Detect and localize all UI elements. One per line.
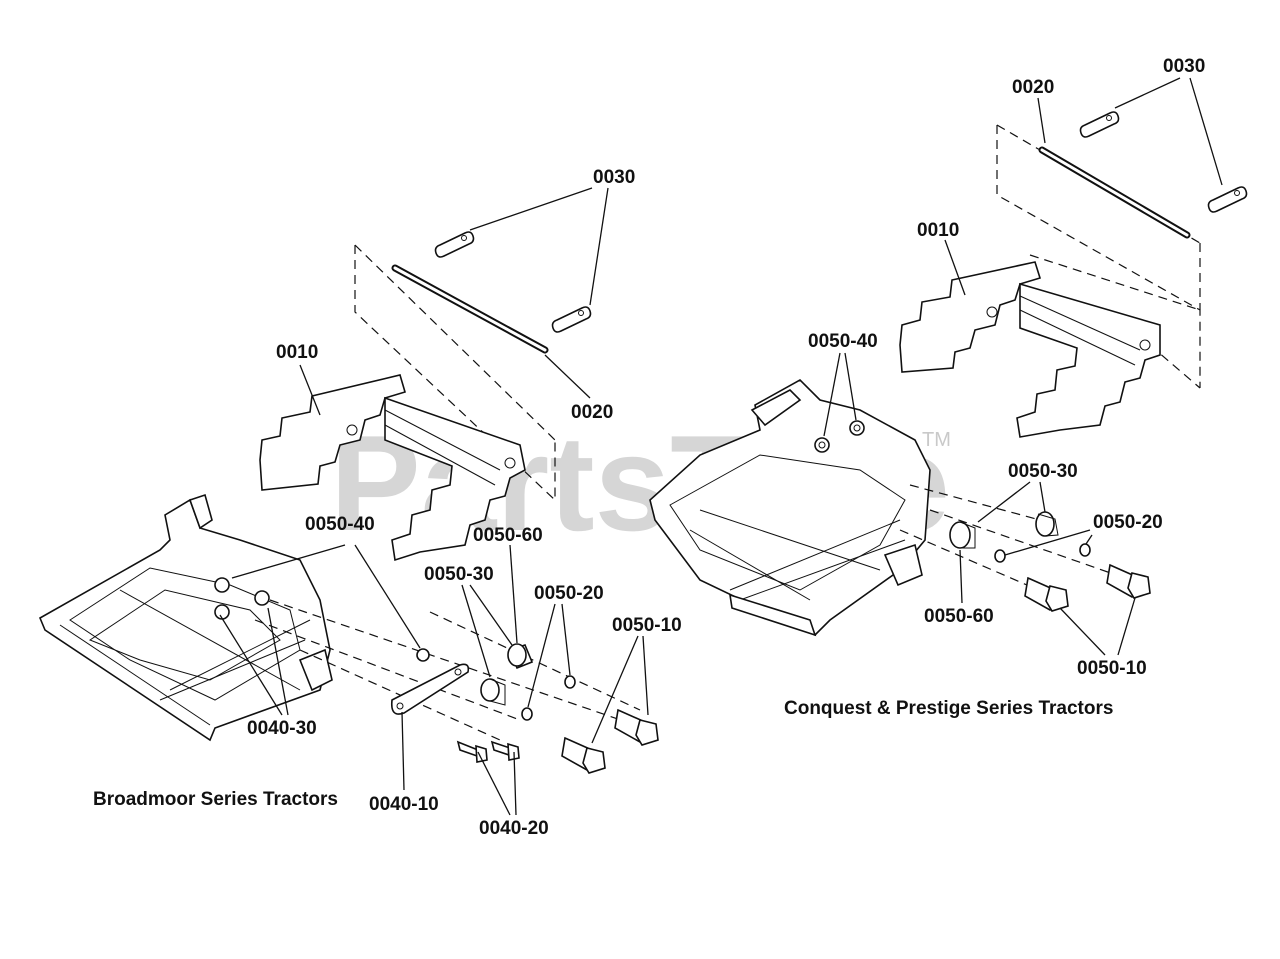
watermark-trademark: TM (922, 429, 951, 451)
left-label-0050-30: 0050-30 (424, 564, 494, 585)
left-label-0020: 0020 (571, 402, 613, 423)
right-caption: Conquest & Prestige Series Tractors (784, 698, 1113, 719)
right-nut-0050-40-a (818, 441, 826, 449)
right-spacer-0050-30 (1035, 511, 1059, 537)
right-label-0020: 0020 (1012, 77, 1054, 98)
left-label-0010: 0010 (276, 342, 318, 363)
right-assembly: 0030 0020 0010 0050-40 0050-30 0050-20 0… (649, 56, 1248, 719)
right-label-0050-10: 0050-10 (1077, 658, 1147, 679)
left-pin-0020 (391, 264, 549, 354)
right-tractor-frame (649, 379, 931, 637)
left-label-0050-10: 0050-10 (612, 615, 682, 636)
right-label-0050-60: 0050-60 (924, 606, 994, 627)
left-assembly: 0030 0020 0010 0050-40 0050-60 0050-30 0… (38, 167, 682, 839)
right-bolt-0050-10-b (1106, 563, 1151, 599)
left-clip-0030-b (551, 306, 592, 333)
right-washer-0050-20-a (994, 549, 1006, 563)
left-washer-0050-20-a (564, 675, 576, 689)
right-pin-0020 (1038, 146, 1191, 239)
left-bolt-0050-10-a (614, 708, 659, 746)
right-washer-0050-20-b (1079, 543, 1091, 557)
left-pin-explode-box (354, 245, 556, 502)
right-label-0050-20: 0050-20 (1093, 512, 1163, 533)
left-label-0040-10: 0040-10 (369, 794, 439, 815)
right-label-0030: 0030 (1163, 56, 1205, 77)
right-label-0050-30: 0050-30 (1008, 461, 1078, 482)
left-caption: Broadmoor Series Tractors (93, 789, 338, 810)
right-bracket-0010 (899, 261, 1161, 438)
right-clip-0030-a (1079, 111, 1120, 138)
left-label-0040-30: 0040-30 (247, 718, 317, 739)
right-nut-0050-40-b (853, 424, 861, 432)
left-clip-0030-a (434, 231, 475, 258)
left-label-0040-20: 0040-20 (479, 818, 549, 839)
left-tractor-frame (38, 493, 333, 742)
right-bolt-0050-10-a (1024, 576, 1069, 612)
left-screw-0040-20-b (490, 740, 520, 761)
left-spacer-0050-60 (507, 643, 534, 670)
left-nut-0050-40 (416, 648, 430, 662)
left-screw-0040-20-a (456, 740, 488, 763)
right-clip-0030-b (1207, 186, 1248, 213)
left-spacer-0050-30 (480, 678, 506, 706)
left-bracket-0010 (259, 374, 526, 562)
left-label-0030: 0030 (593, 167, 635, 188)
left-washer-0050-20-b (521, 707, 533, 721)
left-label-0050-60: 0050-60 (473, 525, 543, 546)
left-label-0050-40: 0050-40 (305, 514, 375, 535)
left-bolt-0050-10-b (561, 736, 606, 774)
right-spacer-0050-60 (949, 521, 976, 549)
right-label-0050-40: 0050-40 (808, 331, 878, 352)
left-plate-0040-10 (390, 663, 470, 715)
left-label-0050-20: 0050-20 (534, 583, 604, 604)
right-label-0010: 0010 (917, 220, 959, 241)
